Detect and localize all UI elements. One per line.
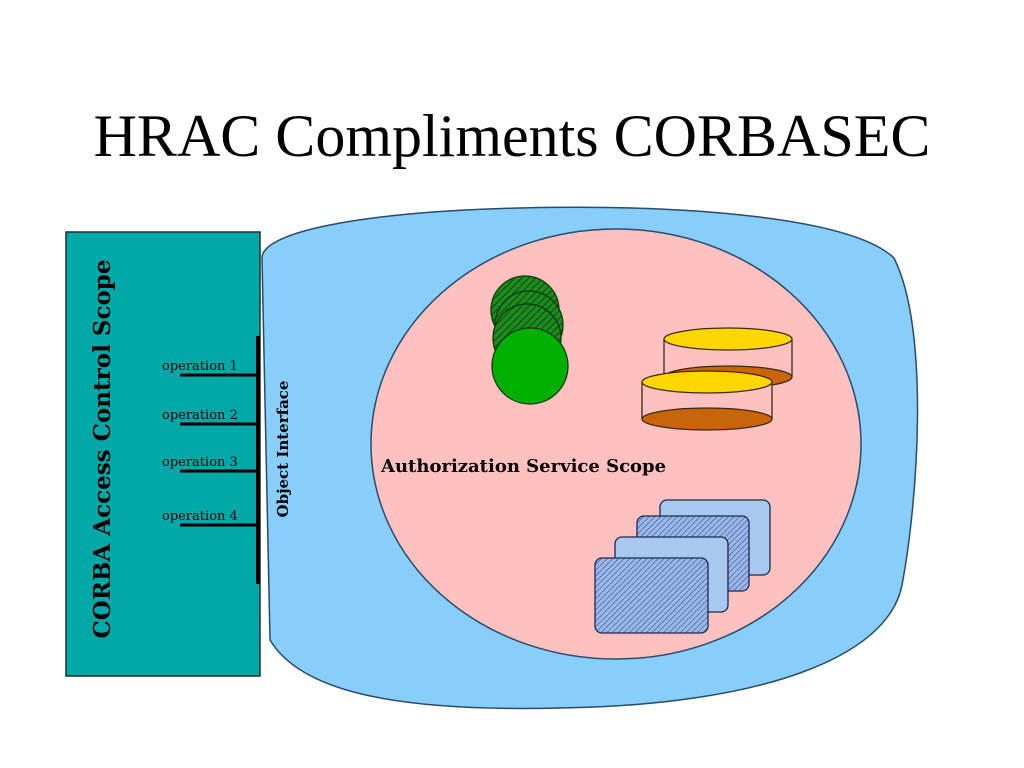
operation-label-3: operation 3: [162, 455, 238, 470]
corba-scope-panel: [65, 231, 261, 677]
operation-label-2: operation 2: [162, 408, 238, 423]
slide-title: HRAC Compliments CORBASEC: [93, 103, 931, 169]
object-interface-label: Object Interface: [274, 381, 292, 518]
operation-label-4: operation 4: [162, 509, 238, 524]
operation-label-1: operation 1: [162, 359, 238, 374]
green-disk-stack: [490, 275, 569, 405]
database-cylinder-front: [641, 370, 773, 431]
authorization-scope-label: Authorization Service Scope: [380, 456, 666, 477]
corba-scope-label: CORBA Access Control Scope: [89, 259, 116, 638]
card-stack: [594, 499, 771, 634]
